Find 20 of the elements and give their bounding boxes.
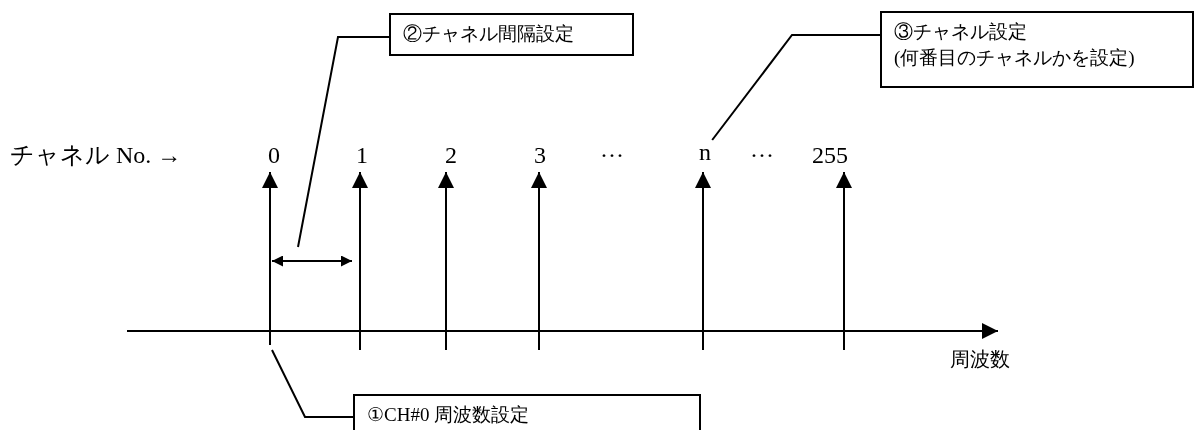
channel-number: n	[693, 138, 717, 166]
callout-box	[353, 394, 701, 430]
ellipsis-text: ···	[600, 141, 624, 169]
axis-caption: チャネル No. →	[10, 141, 182, 169]
callout-box	[389, 13, 634, 56]
callout-text: ①CH#0 周波数設定	[367, 403, 531, 427]
callout-text: ③チャネル設定	[894, 20, 1028, 44]
leader-line	[271, 349, 354, 418]
channel-number: 0	[268, 141, 280, 169]
callout-text: ②チャネル間隔設定	[403, 22, 575, 46]
leader-line	[297, 36, 390, 248]
channel-number: 2	[445, 141, 457, 169]
axis-label: 周波数	[950, 347, 1010, 372]
channel-number: 255	[812, 141, 848, 169]
channel-number: 1	[356, 141, 368, 169]
channel-number: 3	[534, 141, 546, 169]
leader-line	[711, 34, 881, 141]
ellipsis-text: ···	[750, 141, 774, 169]
callout-box	[880, 11, 1194, 88]
callout-text: (何番目のチャネルかを設定)	[894, 46, 1136, 70]
